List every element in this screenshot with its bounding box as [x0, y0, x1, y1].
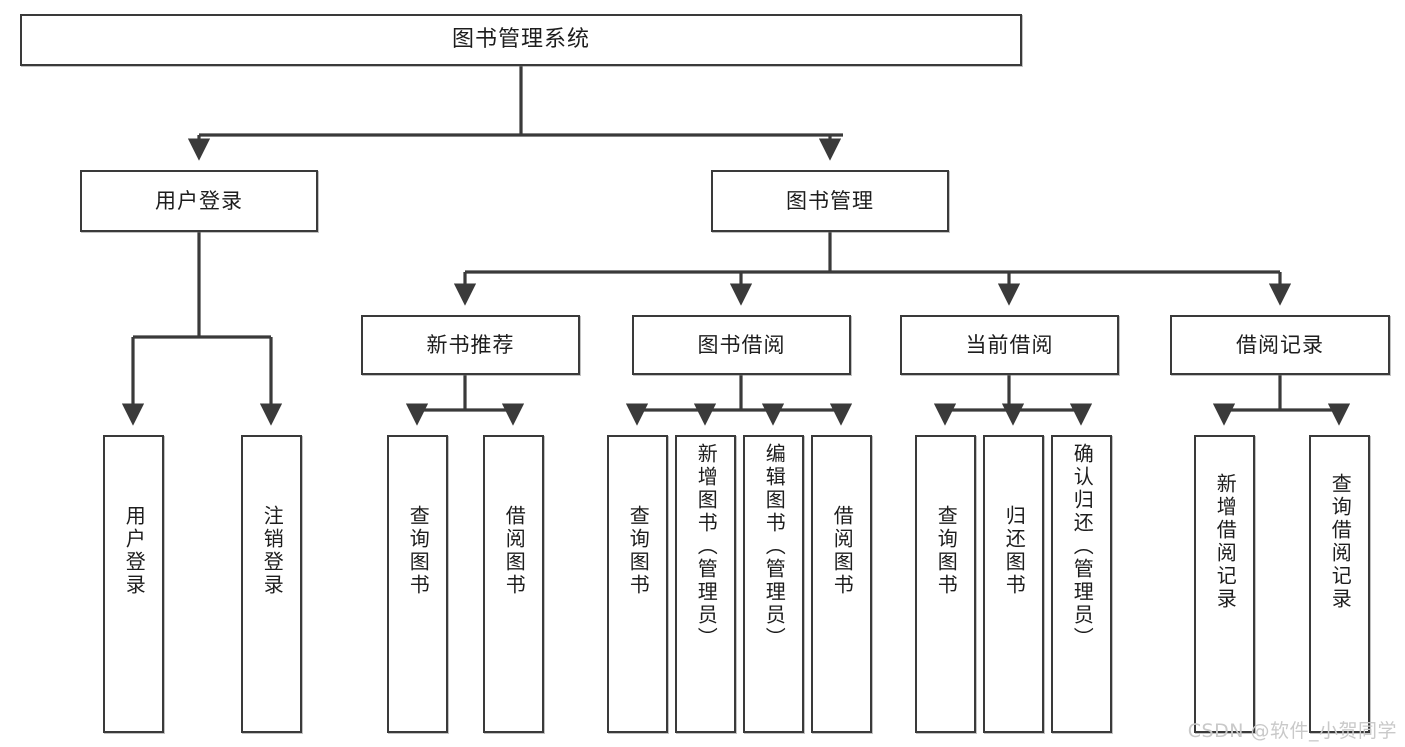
node-book-manage-label: 图书管理	[786, 188, 874, 213]
node-book-manage[interactable]: 图书管理	[711, 170, 949, 232]
watermark: CSDN @软件_小贺同学	[1187, 720, 1397, 742]
node-leaf-borrow-book-1-label: 借阅图书	[502, 505, 527, 597]
node-leaf-logout-login-label: 注销登录	[260, 505, 285, 597]
node-leaf-borrow-book-1[interactable]: 借阅图书	[483, 435, 544, 733]
node-leaf-confirm-return-label: 确认归还（管理员）	[1070, 443, 1095, 650]
node-root[interactable]: 图书管理系统	[20, 14, 1022, 66]
node-leaf-confirm-return[interactable]: 确认归还（管理员）	[1051, 435, 1112, 733]
node-leaf-return-book-label: 归还图书	[1002, 505, 1027, 597]
node-user-login[interactable]: 用户登录	[80, 170, 318, 232]
node-leaf-query-book-2-label: 查询图书	[626, 505, 651, 597]
node-leaf-add-book[interactable]: 新增图书（管理员）	[675, 435, 736, 733]
node-leaf-add-book-label: 新增图书（管理员）	[694, 443, 719, 650]
node-leaf-borrow-book-2-label: 借阅图书	[830, 505, 855, 597]
node-leaf-logout-login[interactable]: 注销登录	[241, 435, 302, 733]
node-leaf-add-borrow-record[interactable]: 新增借阅记录	[1194, 435, 1255, 733]
node-user-login-label: 用户登录	[155, 188, 243, 213]
node-new-book-recommend[interactable]: 新书推荐	[361, 315, 580, 375]
node-borrow-record-label: 借阅记录	[1236, 332, 1324, 357]
node-leaf-query-book-3[interactable]: 查询图书	[915, 435, 976, 733]
node-root-label: 图书管理系统	[451, 27, 590, 53]
node-leaf-query-book-2[interactable]: 查询图书	[607, 435, 668, 733]
node-borrow-record[interactable]: 借阅记录	[1170, 315, 1390, 375]
node-leaf-user-login-label: 用户登录	[122, 505, 147, 597]
node-leaf-query-book-1-label: 查询图书	[406, 505, 431, 597]
node-leaf-query-borrow-record-label: 查询借阅记录	[1328, 473, 1353, 611]
node-current-borrow-label: 当前借阅	[965, 332, 1054, 357]
node-leaf-query-book-1[interactable]: 查询图书	[387, 435, 448, 733]
node-book-borrow[interactable]: 图书借阅	[632, 315, 851, 375]
node-leaf-edit-book[interactable]: 编辑图书（管理员）	[743, 435, 804, 733]
node-leaf-edit-book-label: 编辑图书（管理员）	[762, 443, 787, 650]
node-leaf-query-borrow-record[interactable]: 查询借阅记录	[1309, 435, 1370, 733]
node-leaf-add-borrow-record-label: 新增借阅记录	[1213, 473, 1238, 611]
node-leaf-return-book[interactable]: 归还图书	[983, 435, 1044, 733]
node-leaf-query-book-3-label: 查询图书	[934, 505, 959, 597]
node-leaf-borrow-book-2[interactable]: 借阅图书	[811, 435, 872, 733]
node-leaf-user-login[interactable]: 用户登录	[103, 435, 164, 733]
node-new-book-recommend-label: 新书推荐	[426, 332, 515, 357]
node-book-borrow-label: 图书借阅	[697, 332, 786, 357]
node-current-borrow[interactable]: 当前借阅	[900, 315, 1119, 375]
